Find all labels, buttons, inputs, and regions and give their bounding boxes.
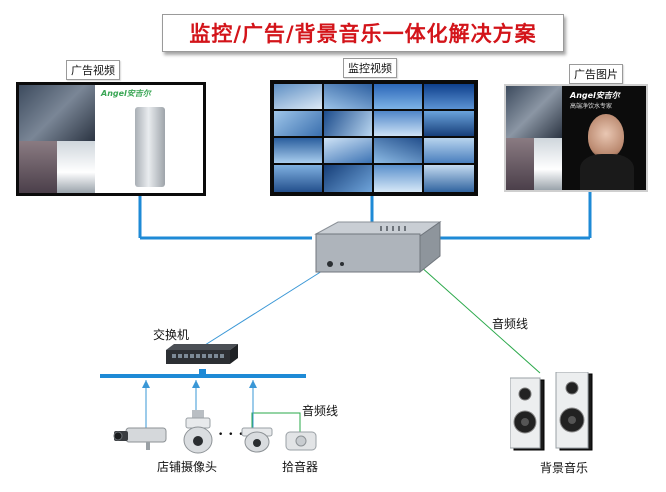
video-tile-crowd — [19, 141, 57, 193]
video-tile-people — [506, 86, 562, 138]
wall-tile — [324, 165, 372, 192]
video-tile-crowd — [506, 138, 534, 190]
portrait-face-image — [588, 114, 624, 158]
store-cameras-label: 店铺摄像头 — [157, 460, 218, 474]
label-ad-image: 广告图片 — [569, 64, 623, 84]
water-dispenser-image — [135, 107, 165, 187]
audio-pickup-line — [251, 412, 301, 440]
bus-junction — [199, 369, 206, 376]
dome-ptz-camera-icon — [183, 410, 213, 454]
page-title: 监控/广告/背景音乐一体化解决方案 — [162, 14, 564, 52]
camera1-arrow — [142, 380, 150, 388]
wall-tile — [324, 84, 372, 109]
surveillance-video-wall[interactable] — [270, 80, 478, 196]
wall-tile — [424, 165, 474, 192]
wall-tile — [324, 111, 372, 136]
wall-tile — [424, 138, 474, 163]
pickup-label: 拾音器 — [282, 460, 319, 474]
wall-tile — [274, 138, 322, 163]
speakers-icon — [510, 372, 593, 451]
wall-tile — [274, 84, 322, 109]
dome-camera-icon — [241, 427, 273, 453]
switch-uplink-line — [204, 265, 331, 346]
more-cameras-ellipsis: • • • — [218, 430, 245, 440]
video-tile-van — [57, 141, 95, 193]
ad-product-panel: Angel安吉尔 — [95, 85, 203, 193]
brand-logo: Angel安吉尔 — [570, 91, 620, 100]
audio-line-label-small: 音频线 — [302, 404, 339, 418]
brand-slogan: 高端净饮水专家 — [570, 103, 613, 110]
wall-tile — [324, 138, 372, 163]
ad-poster-panel: Angel安吉尔 高端净饮水专家 — [562, 86, 646, 190]
wall-tile — [424, 84, 474, 109]
video-tile-people — [19, 85, 95, 141]
wall-tile — [274, 165, 322, 192]
ad-video-screen[interactable]: Angel安吉尔 — [16, 82, 206, 196]
camera2-arrow — [192, 380, 200, 388]
wall-tile — [374, 165, 422, 192]
audio-main-line — [419, 265, 541, 374]
wall-tile — [424, 111, 474, 136]
video-tile-van — [534, 138, 562, 190]
portrait-shoulders — [580, 154, 634, 190]
wall-tile — [374, 84, 422, 109]
bullet-camera-icon — [113, 427, 167, 450]
label-surveillance-video: 监控视频 — [343, 58, 397, 78]
switch-device — [166, 344, 238, 364]
background-music-label: 背景音乐 — [540, 461, 589, 475]
switch-label: 交换机 — [153, 328, 190, 342]
pickup-microphone-icon — [285, 431, 317, 451]
brand-logo: Angel安吉尔 — [101, 89, 151, 98]
wall-tile — [374, 111, 422, 136]
audio-line-label-main: 音频线 — [492, 317, 529, 331]
camera3-arrow — [249, 380, 257, 388]
label-ad-video: 广告视频 — [66, 60, 120, 80]
wall-tile — [274, 111, 322, 136]
ad-image-screen[interactable]: Angel安吉尔 高端净饮水专家 — [504, 84, 648, 192]
wall-tile — [374, 138, 422, 163]
host-box-device — [314, 221, 442, 274]
